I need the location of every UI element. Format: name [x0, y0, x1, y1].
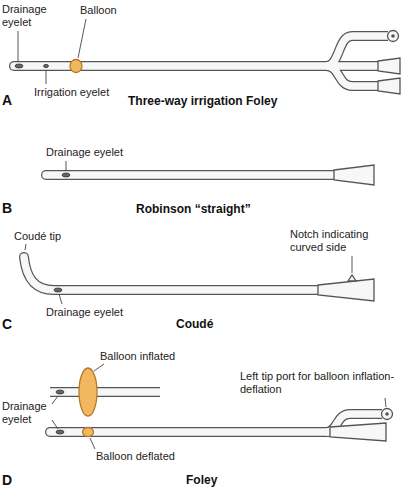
valve-port — [385, 412, 389, 416]
leader-line — [352, 256, 353, 273]
catheter-tube — [50, 428, 334, 436]
panel-letter: B — [2, 200, 12, 216]
catheter-tube — [50, 388, 160, 396]
part-label: Drainage eyelet — [46, 146, 123, 159]
panel-letter: D — [2, 472, 12, 488]
balloon — [70, 60, 82, 73]
part-label: Irrigation eyelet — [34, 86, 109, 99]
leader-line — [25, 244, 26, 250]
valve-port — [382, 409, 393, 420]
part-label: Coudé tip — [14, 230, 61, 243]
funnel — [334, 165, 374, 185]
leader-line — [52, 396, 58, 404]
funnel — [330, 423, 386, 441]
funnel — [378, 78, 400, 94]
balloon-deflated — [83, 428, 94, 437]
part-label: Balloon — [80, 4, 117, 17]
leader-line — [59, 294, 62, 304]
panel-caption: Coudé — [176, 318, 213, 331]
leader-line — [66, 161, 67, 171]
drainage-eyelet — [62, 173, 70, 177]
panel-letter: C — [2, 316, 12, 332]
part-label: Balloon deflated — [96, 450, 175, 463]
catheter-tube — [50, 387, 160, 397]
drainage-eyelet — [15, 64, 23, 68]
part-label: Balloon inflated — [100, 350, 175, 363]
leader-line — [18, 31, 19, 62]
part-label: Drainage eyelet — [2, 400, 54, 426]
notch — [348, 275, 356, 281]
part-label: Drainage eyelet — [2, 3, 54, 29]
leader-line — [52, 420, 58, 429]
leader-line — [90, 438, 95, 449]
robinson-catheter — [46, 161, 374, 185]
drainage-eyelet — [54, 288, 62, 292]
valve-port — [388, 31, 399, 42]
three-way-foley — [14, 19, 400, 94]
catheter-tube — [46, 170, 340, 180]
drainage-eyelet — [56, 390, 64, 394]
panel-caption: Three-way irrigation Foley — [128, 95, 277, 108]
panel-caption: Robinson “straight” — [136, 203, 251, 216]
leader-line — [46, 70, 47, 84]
leader-line — [385, 398, 386, 407]
leader-line — [94, 364, 104, 371]
panel-letter: A — [2, 92, 12, 108]
leader-line — [78, 19, 86, 58]
irrigation-eyelet — [44, 64, 49, 67]
funnel — [318, 279, 374, 301]
catheter-tube — [24, 257, 322, 290]
panel-caption: Foley — [186, 474, 217, 487]
part-label: Notch indicating curved side — [290, 228, 404, 254]
drainage-eyelet — [56, 430, 64, 434]
balloon-inflated — [79, 368, 97, 416]
valve-port — [391, 34, 395, 38]
catheter-tube — [46, 171, 340, 179]
part-label: Drainage eyelet — [46, 306, 123, 319]
catheter-tube — [24, 257, 322, 290]
catheter-tube — [50, 427, 334, 437]
part-label: Left tip port for balloon inflation-defl… — [240, 370, 400, 396]
funnel — [378, 58, 400, 74]
